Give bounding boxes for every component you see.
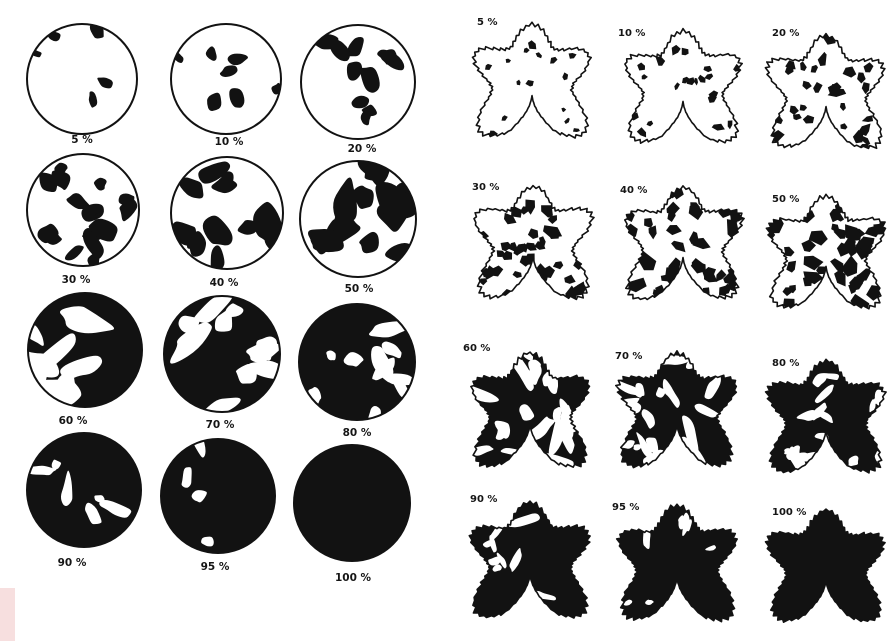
severity-label: 30 % [62, 274, 91, 286]
severity-label: 100 % [772, 507, 806, 518]
severity-label: 10 % [618, 28, 645, 39]
severity-label: 90 % [470, 494, 497, 505]
severity-label: 50 % [345, 283, 374, 295]
severity-label: 20 % [772, 28, 799, 39]
severity-label: 60 % [59, 415, 88, 427]
severity-label: 80 % [772, 358, 799, 369]
severity-label: 10 % [215, 136, 244, 148]
severity-label: 40 % [620, 185, 647, 196]
severity-label: 5 % [71, 134, 93, 146]
severity-label: 20 % [348, 143, 377, 155]
severity-label: 70 % [615, 351, 642, 362]
severity-label: 50 % [772, 194, 799, 205]
severity-label: 30 % [472, 182, 499, 193]
severity-label: 40 % [210, 277, 239, 289]
severity-label: 100 % [335, 572, 372, 584]
severity-label: 70 % [206, 419, 235, 431]
scan-tint [0, 588, 15, 641]
severity-label: 95 % [201, 561, 230, 573]
severity-label: 80 % [343, 427, 372, 439]
severity-label: 95 % [612, 502, 639, 513]
severity-label: 90 % [58, 557, 87, 569]
severity-label: 60 % [463, 343, 490, 354]
disk-scale-panel: 5 % 10 % 20 % 30 % 40 % 50 % 60 % 70 % 80 % 90 % 9… [13, 23, 419, 584]
severity-label: 5 % [477, 17, 497, 28]
